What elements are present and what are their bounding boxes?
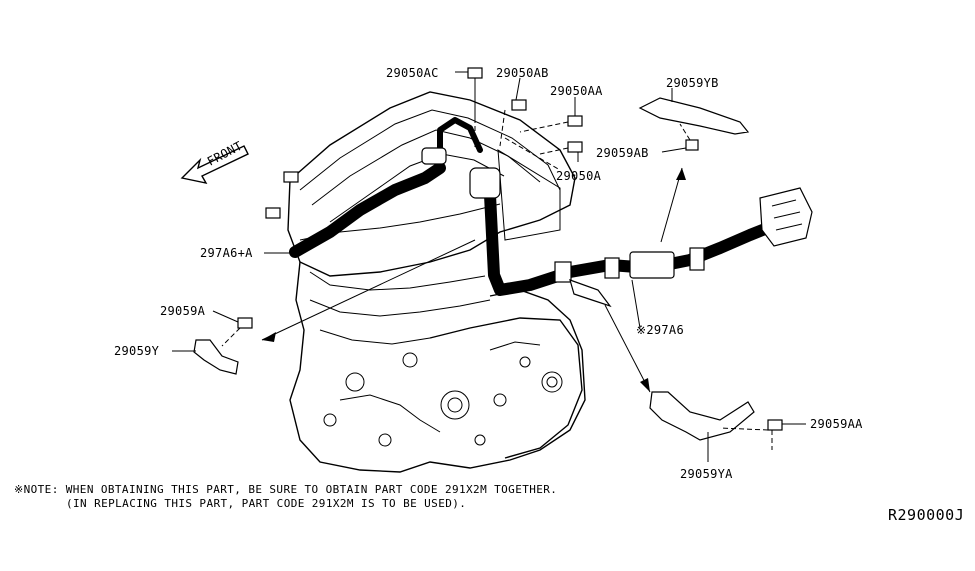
bracket-29059y bbox=[193, 239, 476, 375]
label-29059aa[interactable]: 29059AA bbox=[810, 417, 863, 431]
harness-297a6 bbox=[484, 189, 781, 296]
connector-sensor bbox=[469, 167, 501, 199]
cover-ridge bbox=[299, 109, 561, 191]
head-line bbox=[309, 271, 486, 291]
bolt-cluster bbox=[467, 67, 583, 171]
harness-clip bbox=[554, 261, 572, 283]
engine-cover bbox=[287, 91, 576, 277]
bolt-29059a bbox=[237, 317, 253, 329]
label-297a6a[interactable]: 297A6+A bbox=[200, 246, 253, 260]
label-29050a[interactable]: 29050A bbox=[556, 169, 602, 183]
transaxle-port bbox=[541, 371, 563, 393]
connector-upper bbox=[421, 147, 447, 165]
note-line-2: (IN REPLACING THIS PART, PART CODE 291X2… bbox=[66, 497, 466, 510]
block-line bbox=[309, 299, 491, 317]
harness-clip bbox=[689, 247, 705, 271]
label-29059ab[interactable]: 29059AB bbox=[596, 146, 649, 160]
leader-arrow bbox=[261, 239, 476, 341]
front-arrow: FRONT bbox=[180, 139, 249, 185]
front-label: FRONT bbox=[205, 139, 245, 169]
label-leaders bbox=[172, 71, 806, 462]
harness-bracket bbox=[629, 251, 675, 279]
label-29050ac[interactable]: 29050AC bbox=[386, 66, 439, 80]
label-29059yb[interactable]: 29059YB bbox=[666, 76, 719, 90]
harness-297a6a bbox=[289, 162, 446, 258]
label-297a6[interactable]: ※297A6 bbox=[636, 323, 684, 337]
cover-ridge-2 bbox=[311, 129, 541, 206]
stud bbox=[265, 207, 281, 219]
bracket-ya-shape bbox=[649, 391, 755, 441]
bolt-29050ab bbox=[511, 99, 527, 111]
harness-clip bbox=[604, 257, 620, 279]
bolt-29059ab bbox=[685, 139, 699, 151]
leader-arrow bbox=[604, 304, 651, 393]
label-29059ya[interactable]: 29059YA bbox=[680, 467, 733, 481]
diagram-reference: R290000J bbox=[888, 506, 964, 524]
bolt-29059aa bbox=[767, 419, 783, 431]
footnote: ※NOTE: WHEN OBTAINING THIS PART, BE SURE… bbox=[14, 483, 557, 510]
wire-harness bbox=[289, 117, 813, 308]
stud bbox=[283, 171, 299, 183]
bracket-y-shape bbox=[193, 339, 239, 375]
label-29059y[interactable]: 29059Y bbox=[114, 344, 160, 358]
cover-side bbox=[497, 149, 561, 241]
hose-bracket bbox=[569, 279, 612, 308]
block-line-2 bbox=[319, 329, 431, 345]
transaxle-case bbox=[429, 317, 583, 459]
harness-branch bbox=[437, 117, 483, 169]
bolt-29050aa bbox=[567, 115, 583, 127]
label-29050aa[interactable]: 29050AA bbox=[550, 84, 603, 98]
label-29050ab[interactable]: 29050AB bbox=[496, 66, 549, 80]
engine-block bbox=[289, 261, 586, 473]
bracket-yb-shape bbox=[638, 97, 750, 135]
label-29059a[interactable]: 29059A bbox=[160, 304, 206, 318]
transaxle-boss bbox=[440, 390, 470, 420]
leader-arrow bbox=[660, 167, 683, 243]
bracket-29059yb bbox=[638, 97, 750, 243]
bolt-29050ac bbox=[467, 67, 483, 79]
part-labels: 29050AC 29050AB 29050AA 29050A 29059YB 2… bbox=[114, 66, 863, 481]
bracket-29059ya bbox=[604, 304, 783, 450]
note-line-1: ※NOTE: WHEN OBTAINING THIS PART, BE SURE… bbox=[14, 483, 557, 496]
end-connector bbox=[759, 187, 813, 247]
bolt-29050a bbox=[567, 141, 583, 153]
front-arrow-shape bbox=[180, 145, 249, 185]
